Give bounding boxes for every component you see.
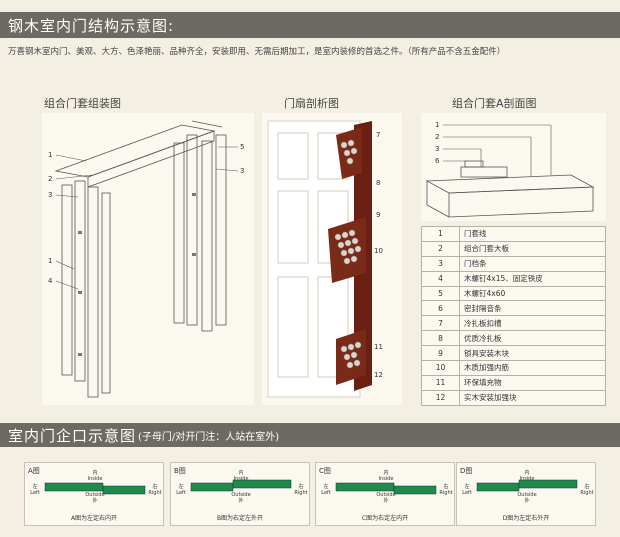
inside-label-en: Inside xyxy=(234,476,249,482)
door-leaf-right xyxy=(232,479,292,489)
outside-label-en: Outside xyxy=(376,492,395,498)
inside-label: 内 xyxy=(524,469,529,476)
left-label-en: Left xyxy=(321,490,330,496)
intro-text: 万喜钢木室内门、美观、大方、色泽艳丽、品种齐全，安装即用、无需后期加工，是室内装… xyxy=(8,47,506,57)
right-label-en: Right xyxy=(294,490,307,496)
filler-honeycomb xyxy=(334,139,362,369)
left-label: 左 xyxy=(178,483,183,490)
section-callout: 6 xyxy=(435,157,440,165)
right-label-en: Right xyxy=(148,490,161,496)
outside-label: 外 xyxy=(383,497,388,504)
outside-label: 外 xyxy=(524,497,529,504)
inside-label: 内 xyxy=(238,469,243,476)
door-panel: 7 8 9 10 11 12 xyxy=(262,113,402,405)
diagram-caption: A图为左定右内开 xyxy=(70,515,118,522)
left-label: 左 xyxy=(323,483,328,490)
assembly-title: 组合门套组装图 xyxy=(44,97,121,110)
assembly-panel: 1 2 3 1 4 5 3 xyxy=(42,113,254,405)
diagram-caption: C图为右定左内开 xyxy=(361,515,409,522)
right-label: 右 xyxy=(584,483,589,490)
left-label-en: Left xyxy=(30,490,39,496)
header-bar: 钢木室内门结构示意图: xyxy=(0,12,620,38)
section-panel: 1 2 3 6 xyxy=(421,113,606,221)
diagram-label: A图 xyxy=(28,467,40,475)
assembly-callout: 4 xyxy=(48,277,53,285)
diagram-label: B图 xyxy=(174,467,186,475)
outside-label-en: Outside xyxy=(517,492,536,498)
diagram-label: C图 xyxy=(319,467,331,475)
outside-label: 外 xyxy=(238,497,243,504)
door-callout: 9 xyxy=(376,211,380,219)
right-label-en: Right xyxy=(580,490,593,496)
right-label: 右 xyxy=(152,483,157,490)
page-title: 钢木室内门结构示意图: xyxy=(8,16,175,35)
left-label: 左 xyxy=(464,483,469,490)
section2-subtitle: (子母门/对开门注：人站在室外) xyxy=(138,431,280,443)
left-label-en: Left xyxy=(462,490,471,496)
door-title: 门扇剖析图 xyxy=(284,97,339,110)
left-label: 左 xyxy=(32,483,37,490)
door-drawing: 7 8 9 10 11 12 xyxy=(267,120,383,398)
door-callout: 10 xyxy=(374,247,383,255)
section-drawing: 1 2 3 6 xyxy=(425,121,595,218)
assembly-callout: 3 xyxy=(48,191,52,199)
outside-label: 外 xyxy=(92,497,97,504)
door-leaf-right xyxy=(102,485,146,495)
outside-label-en: Outside xyxy=(85,492,104,498)
outside-label-en: Outside xyxy=(231,492,250,498)
assembly-drawing: 1 2 3 1 4 5 3 xyxy=(48,120,244,398)
section-callout: 1 xyxy=(435,121,439,129)
door-callout: 12 xyxy=(374,371,383,379)
door-leaf-right xyxy=(393,485,437,495)
right-label: 右 xyxy=(298,483,303,490)
assembly-callout: 1 xyxy=(48,257,52,265)
assembly-callout: 5 xyxy=(240,143,244,151)
inside-label: 内 xyxy=(383,469,388,476)
assembly-callout: 2 xyxy=(48,175,52,183)
door-callout: 8 xyxy=(376,179,380,187)
section-callout: 3 xyxy=(435,145,439,153)
section2-bar: 室内门企口示意图 (子母门/对开门注：人站在室外) xyxy=(0,423,620,447)
diagram-caption: B图为右定左外开 xyxy=(216,515,264,522)
inside-label: 内 xyxy=(92,469,97,476)
inside-label-en: Inside xyxy=(88,476,103,482)
inside-label-en: Inside xyxy=(379,476,394,482)
right-label: 右 xyxy=(443,483,448,490)
inside-label-en: Inside xyxy=(520,476,535,482)
assembly-callout: 1 xyxy=(48,151,52,159)
right-label-en: Right xyxy=(439,490,452,496)
section-callout: 2 xyxy=(435,133,439,141)
left-label-en: Left xyxy=(176,490,185,496)
section2-title: 室内门企口示意图 xyxy=(8,426,137,445)
assembly-callout: 3 xyxy=(240,167,244,175)
door-callout: 11 xyxy=(374,343,383,351)
diagram-label: D图 xyxy=(460,467,473,475)
diagram-caption: D图为左定右外开 xyxy=(502,515,550,522)
door-leaf-right xyxy=(518,479,578,489)
section-title: 组合门套A剖面图 xyxy=(452,97,537,110)
door-callout: 7 xyxy=(376,131,380,139)
